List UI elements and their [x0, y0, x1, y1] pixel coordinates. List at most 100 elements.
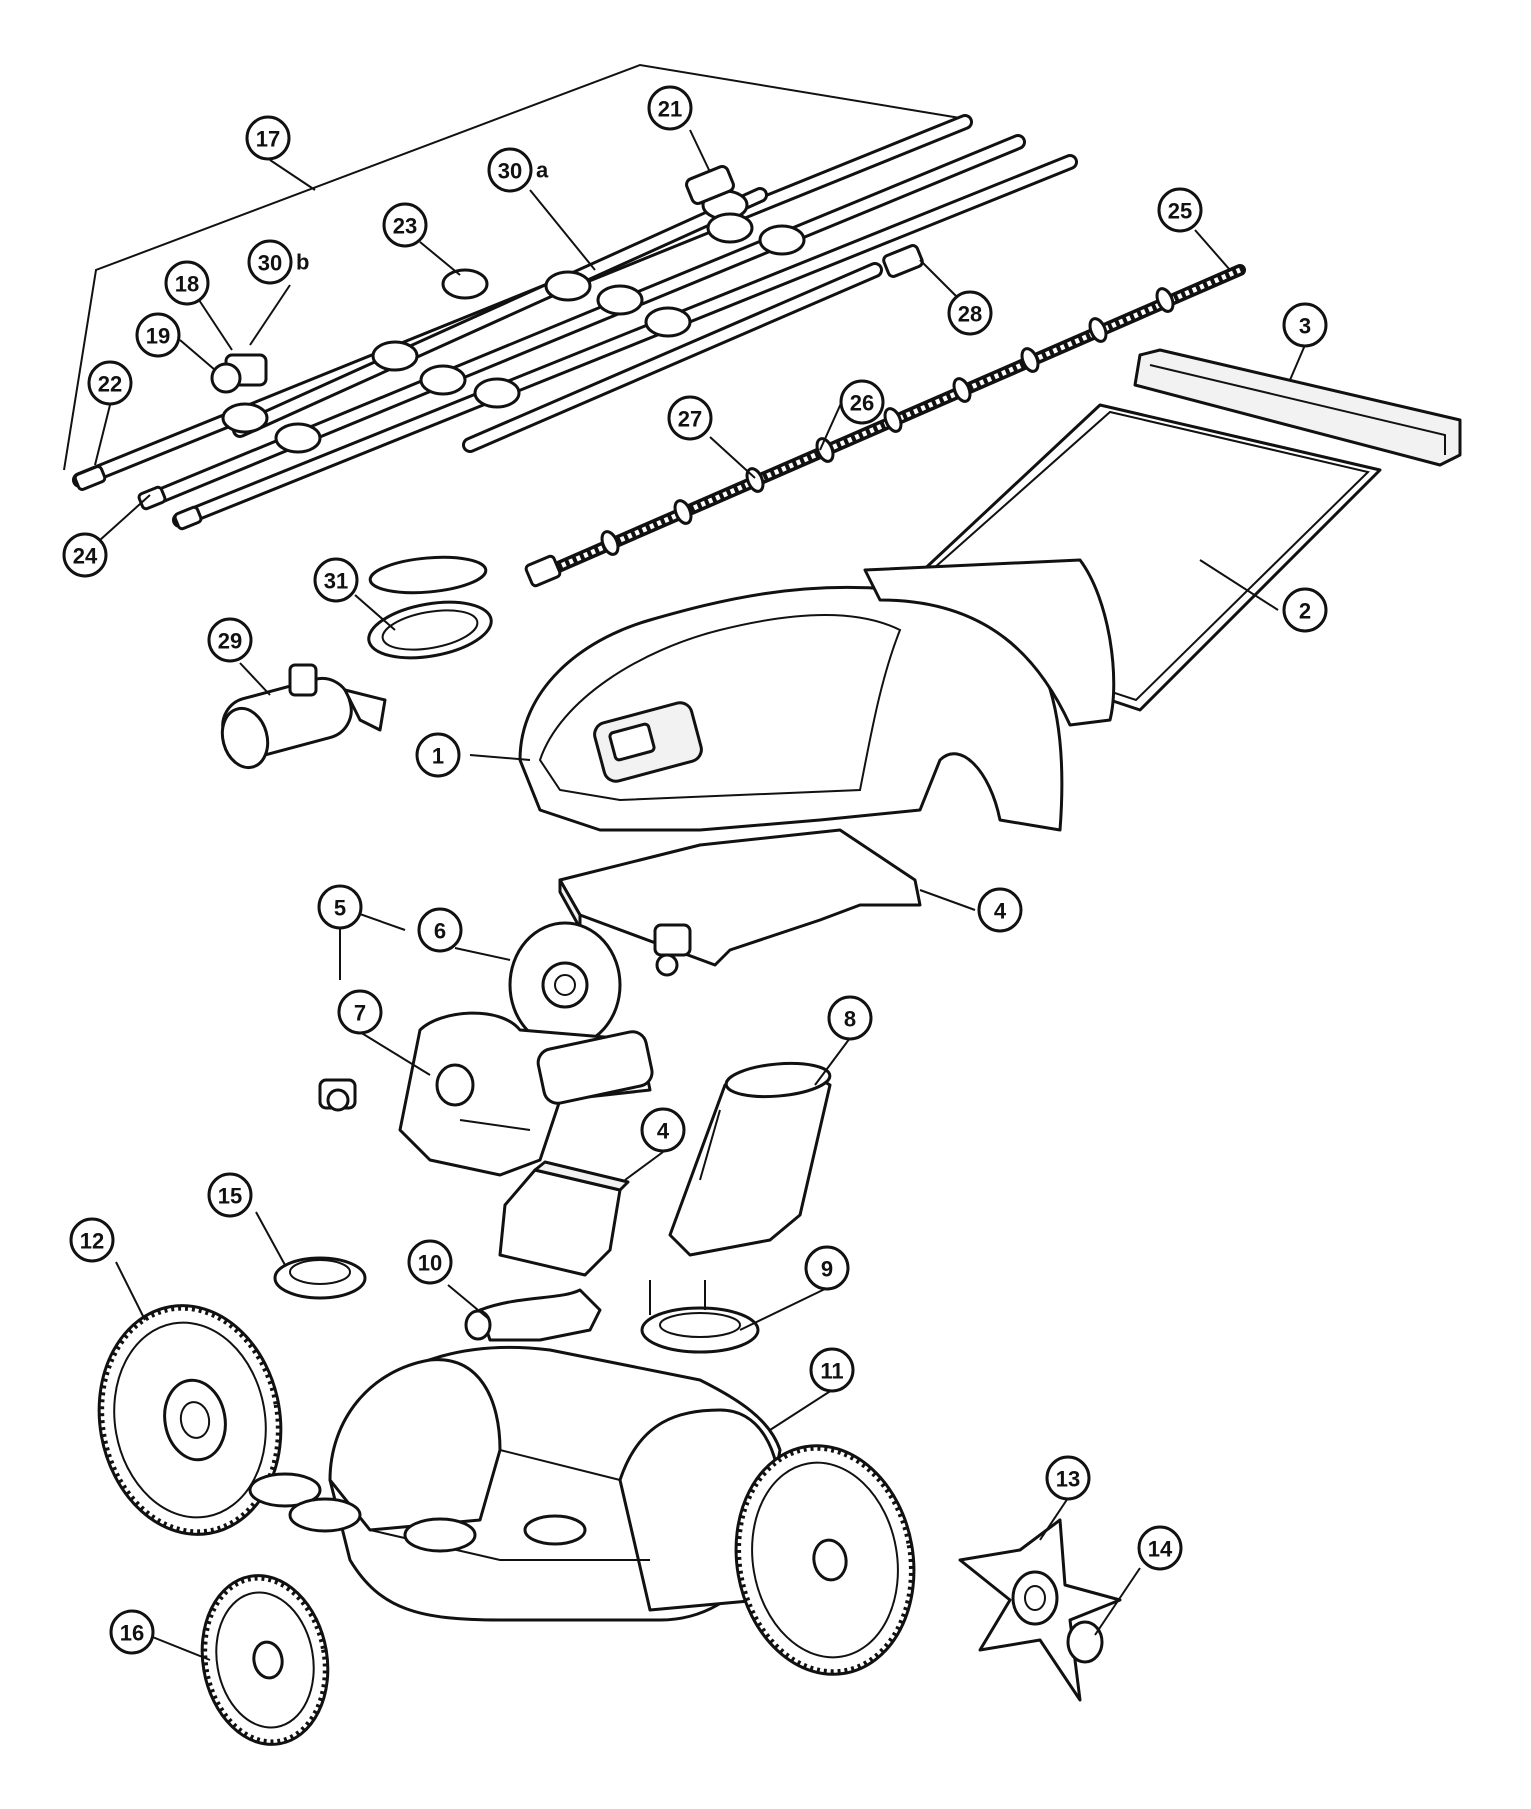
callout-number: 22 — [98, 372, 122, 397]
bearing — [273, 1256, 367, 1300]
callout-number: 25 — [1168, 199, 1192, 224]
callout-circle — [1045, 1455, 1091, 1501]
callout-15: 15 — [207, 1172, 253, 1218]
rear-wheel-right — [734, 1444, 916, 1676]
callout-number: 6 — [434, 919, 446, 944]
callout-number: 2 — [1299, 599, 1311, 624]
callout-31: 31 — [313, 557, 359, 603]
callout-circle — [87, 360, 133, 406]
callout-circle — [804, 1245, 850, 1291]
callout-17: 17 — [245, 115, 291, 161]
callout-circle — [207, 1172, 253, 1218]
hose-connector-ring — [640, 1280, 760, 1354]
callout-6: 6 — [417, 907, 463, 953]
callout-number: 4 — [994, 899, 1007, 924]
callout-circle — [62, 532, 108, 578]
callout-number: 17 — [256, 127, 280, 152]
callout-21: 21 — [647, 85, 693, 131]
callout-2: 2 — [1282, 587, 1328, 633]
callout-number: 31 — [324, 569, 348, 594]
callout-30a: 30 a — [487, 147, 549, 193]
callout-circle — [313, 557, 359, 603]
callout-number: 7 — [354, 1001, 366, 1026]
callout-circle — [487, 147, 533, 193]
callout-circle — [647, 85, 693, 131]
callout-circle — [1282, 302, 1328, 348]
callout-circle — [135, 312, 181, 358]
front-wheel — [200, 1574, 330, 1746]
callout-26: 26 — [839, 379, 885, 425]
callout-number: 26 — [850, 391, 874, 416]
callout-circle — [382, 202, 428, 248]
callout-number: 11 — [820, 1359, 843, 1384]
callout-number: 8 — [844, 1007, 856, 1032]
callout-number: 27 — [678, 407, 702, 432]
callout-number: 19 — [146, 324, 170, 349]
callout-4: 4 — [640, 1107, 686, 1153]
callout-29: 29 — [207, 617, 253, 663]
callout-number: 29 — [218, 629, 242, 654]
callout-25: 25 — [1157, 187, 1203, 233]
callout-circle — [947, 290, 993, 336]
bag-frame — [1133, 348, 1462, 467]
tail-hose — [524, 264, 1246, 588]
body-chassis — [328, 1346, 782, 1622]
callout-circle — [337, 989, 383, 1035]
callout-number: 15 — [218, 1184, 242, 1209]
tire-scrubber — [958, 1518, 1122, 1702]
gearbox — [398, 1011, 654, 1177]
callout-circle — [109, 1609, 155, 1655]
access-cover — [367, 555, 493, 660]
callout-circle — [247, 239, 293, 285]
callout-circle — [417, 907, 463, 953]
callout-number: 18 — [175, 272, 199, 297]
foam-float-lower — [498, 1160, 630, 1277]
callout-5: 5 — [317, 884, 363, 930]
top-cover — [518, 558, 1116, 832]
callout-number: 10 — [418, 1251, 442, 1276]
callout-number: 1 — [432, 744, 444, 769]
callout-number: 30 — [498, 159, 522, 184]
callout-number: 9 — [821, 1257, 833, 1282]
callout-11: 11 — [809, 1347, 855, 1393]
callout-1: 1 — [415, 732, 461, 778]
callout-number: 14 — [1148, 1537, 1173, 1562]
callout-16: 16 — [109, 1609, 155, 1655]
manifold — [464, 1288, 602, 1342]
callout-circle — [640, 1107, 686, 1153]
callout-circle — [667, 395, 713, 441]
rear-wheel-left — [97, 1304, 283, 1536]
callout-10: 10 — [407, 1239, 453, 1285]
callout-3: 3 — [1282, 302, 1328, 348]
callout-circle — [1137, 1525, 1183, 1571]
callout-number: 24 — [73, 544, 98, 569]
drive-gears — [248, 1472, 587, 1553]
callout-number: 5 — [334, 896, 346, 921]
callout-circle — [827, 995, 873, 1041]
callout-circle — [977, 887, 1023, 933]
callout-number: 13 — [1056, 1467, 1080, 1492]
part-17-group-bracket — [63, 63, 961, 471]
callout-circle — [809, 1347, 855, 1393]
callout-suffix: a — [536, 158, 549, 183]
callout-number: 16 — [120, 1621, 144, 1646]
callout-number: 3 — [1299, 314, 1311, 339]
callout-circle — [245, 115, 291, 161]
callout-number: 28 — [958, 302, 982, 327]
callout-8: 8 — [827, 995, 873, 1041]
callout-circle — [164, 260, 210, 306]
callout-number: 23 — [393, 214, 417, 239]
callout-number: 12 — [80, 1229, 104, 1254]
callout-13: 13 — [1045, 1455, 1091, 1501]
callout-circle — [415, 732, 461, 778]
callout-number: 30 — [258, 251, 282, 276]
throat — [668, 1061, 832, 1257]
callout-4: 4 — [977, 887, 1023, 933]
callout-14: 14 — [1137, 1525, 1183, 1571]
callout-circle — [207, 617, 253, 663]
callout-circle — [839, 379, 885, 425]
callout-19: 19 — [135, 312, 181, 358]
